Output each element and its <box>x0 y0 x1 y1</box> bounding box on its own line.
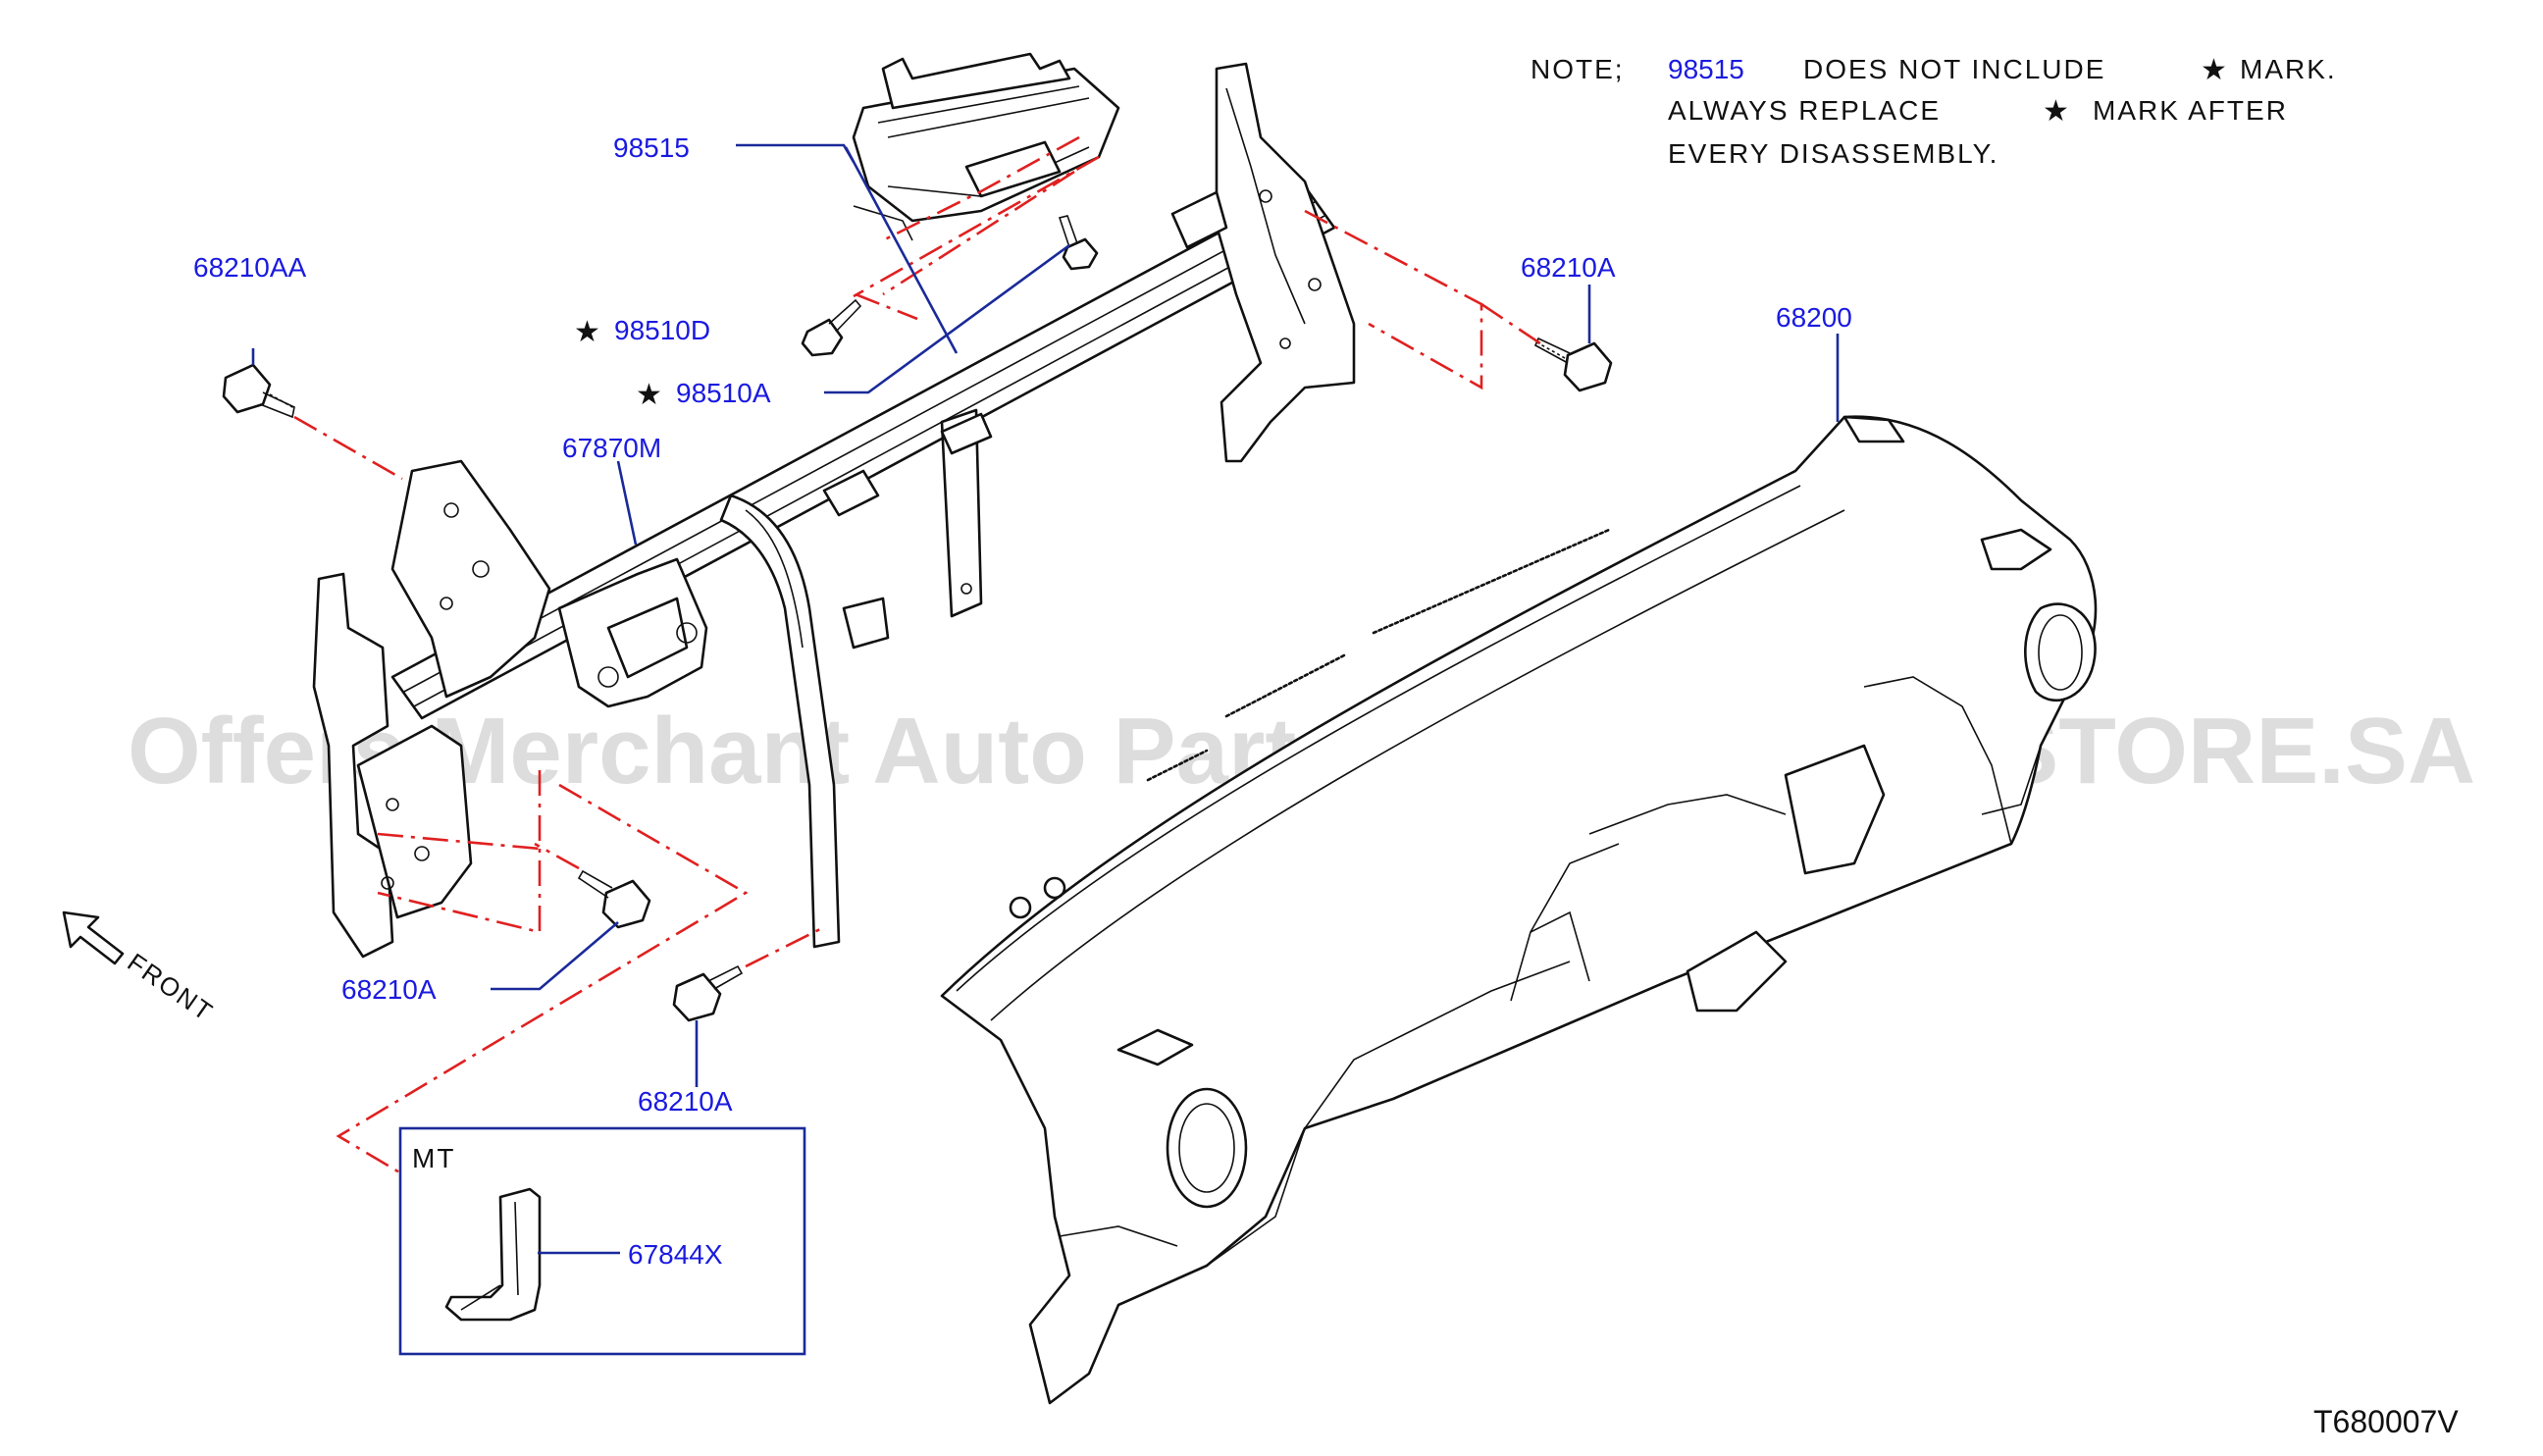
inset-mt: MT <box>398 1126 806 1356</box>
star-icon: ★ <box>636 379 662 411</box>
note-line1-mark: MARK. <box>2240 54 2337 84</box>
steering-member <box>312 62 1356 959</box>
diagram-code: T680007V <box>2313 1404 2459 1439</box>
callout-98510D: 98510D <box>614 315 710 345</box>
note-line1: DOES NOT INCLUDE <box>1803 54 2105 84</box>
inset-label: MT <box>412 1143 455 1173</box>
note-label: NOTE; <box>1531 54 1625 84</box>
note-line2-mark: MARK AFTER <box>2093 95 2288 126</box>
star-icon: ★ <box>2043 95 2069 128</box>
bolt-icon <box>222 363 295 419</box>
callout-98510A: 98510A <box>676 378 771 408</box>
screw-icon <box>801 298 862 357</box>
arrow-icon <box>62 910 125 965</box>
star-icon: ★ <box>2201 54 2227 86</box>
star-icon: ★ <box>574 316 600 348</box>
note-line3: EVERY DISASSEMBLY. <box>1668 138 1998 169</box>
note-block: NOTE; 98515 DOES NOT INCLUDE ★ MARK. ALW… <box>1531 54 2337 169</box>
callout-68210AA: 68210AA <box>193 252 307 283</box>
callout-67870M: 67870M <box>562 433 661 463</box>
callout-67844X: 67844X <box>628 1239 723 1270</box>
callout-68210A-center: 68210A <box>638 1086 733 1117</box>
callouts: 98515 ★ 98510D ★ 98510A 68210AA 68210A 6… <box>193 132 1852 1270</box>
front-label: FRONT <box>123 947 220 1027</box>
bolt-icon <box>577 869 651 929</box>
bolt-icon <box>1533 337 1613 392</box>
front-indicator: FRONT <box>62 910 220 1027</box>
note-line2: ALWAYS REPLACE <box>1668 95 1941 126</box>
note-part-ref: 98515 <box>1668 54 1744 84</box>
leader-lines <box>251 143 1840 1255</box>
callout-68210A-top: 68210A <box>1521 252 1616 283</box>
callout-68210A-left: 68210A <box>341 974 437 1005</box>
callout-98515: 98515 <box>613 132 690 163</box>
callout-68200: 68200 <box>1776 302 1852 333</box>
dash-panel <box>940 415 2098 1405</box>
bolt-icon <box>672 964 744 1022</box>
screw-icon <box>1058 215 1099 271</box>
airbag-module <box>852 52 1120 241</box>
